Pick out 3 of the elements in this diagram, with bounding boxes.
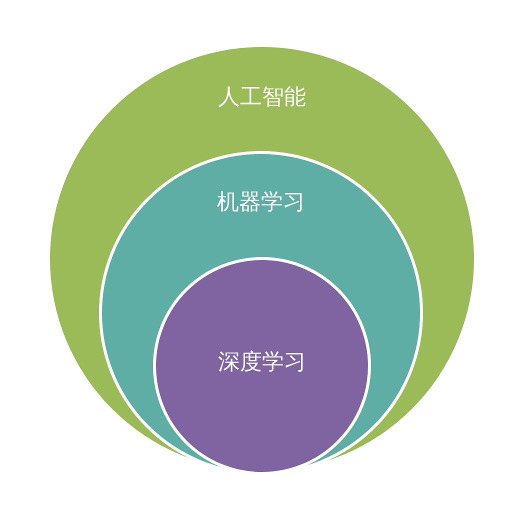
circle-label: 深度学习: [218, 350, 306, 376]
circle-label: 人工智能: [218, 85, 306, 112]
circle-label: 机器学习: [217, 190, 305, 216]
